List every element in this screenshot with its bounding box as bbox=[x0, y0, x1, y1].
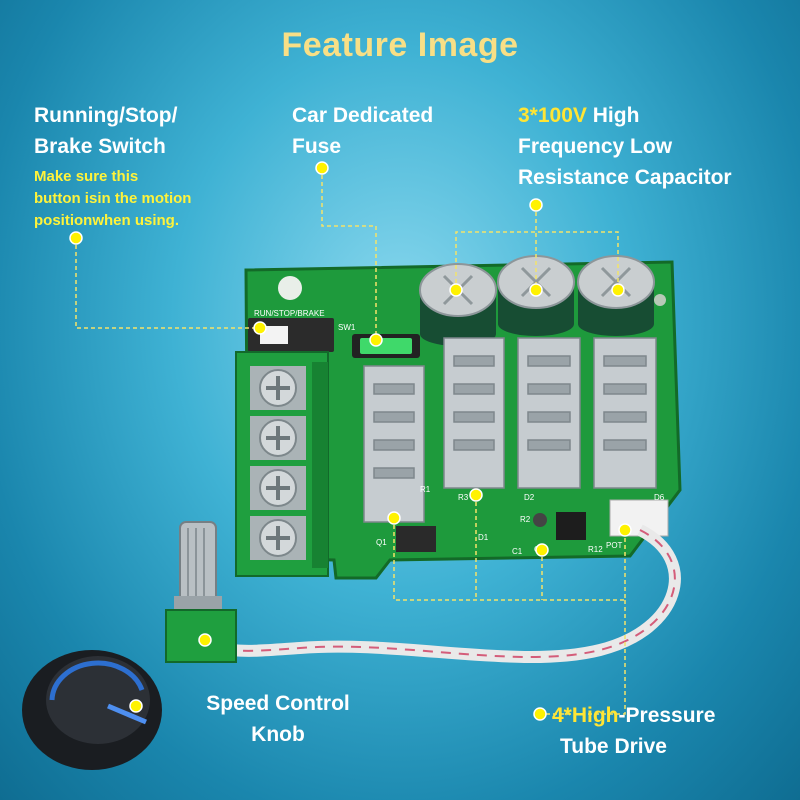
fuse bbox=[352, 334, 420, 358]
callout-capacitor-line1: High bbox=[586, 104, 640, 127]
capacitor bbox=[577, 255, 655, 336]
callout-knob-line2: Knob bbox=[251, 723, 305, 746]
callout-switch-note3: positionwhen using. bbox=[34, 212, 179, 229]
dot-icon bbox=[129, 699, 143, 713]
marking-c1: C1 bbox=[512, 547, 523, 556]
callout-tube: 4*High-Pressure Tube Drive bbox=[552, 700, 715, 762]
dot-icon bbox=[618, 523, 632, 537]
callout-capacitor: 3*100V High Frequency Low Resistance Cap… bbox=[518, 100, 732, 193]
callout-switch-line2: Brake Switch bbox=[34, 135, 166, 158]
run-stop-brake-switch: RUN/STOP/BRAKE SW1 bbox=[248, 309, 356, 352]
callout-switch-note2: button isin the motion bbox=[34, 190, 192, 207]
terminal-screw bbox=[250, 366, 306, 410]
marking-r12: R12 bbox=[588, 545, 603, 554]
terminal-block bbox=[235, 351, 329, 577]
dot-icon bbox=[69, 231, 83, 245]
marking-d2: D2 bbox=[524, 493, 535, 502]
leader-capacitor bbox=[455, 205, 619, 290]
marking-q1: Q1 bbox=[376, 538, 387, 547]
switch-marking: RUN/STOP/BRAKE bbox=[254, 309, 325, 318]
dot-icon bbox=[253, 321, 267, 335]
dot-icon bbox=[535, 543, 549, 557]
dot-icon bbox=[469, 488, 483, 502]
callout-tube-line2: Tube Drive bbox=[560, 735, 667, 758]
callout-switch-line1: Running/Stop/ bbox=[34, 104, 178, 127]
marking-d6: D6 bbox=[654, 493, 665, 502]
heatsink bbox=[517, 337, 581, 489]
callout-tube-highlight: 4*High bbox=[552, 704, 619, 727]
callout-fuse-line1: Car Dedicated bbox=[292, 104, 434, 127]
heatsink bbox=[363, 365, 425, 523]
callout-fuse: Car Dedicated Fuse bbox=[292, 100, 433, 162]
capacitor bbox=[419, 263, 497, 346]
transistor-q1 bbox=[396, 526, 436, 552]
callout-knob-line1: Speed Control bbox=[206, 692, 350, 715]
marking-r2: R2 bbox=[520, 515, 531, 524]
leader-fuse bbox=[321, 168, 377, 340]
indicator-dots bbox=[69, 161, 632, 721]
dot-icon bbox=[449, 283, 463, 297]
callout-tube-line1: -Pressure bbox=[618, 704, 716, 727]
led bbox=[533, 513, 547, 527]
leader-switch bbox=[75, 238, 258, 329]
callout-switch: Running/Stop/ Brake Switch bbox=[34, 100, 177, 162]
dot-icon bbox=[387, 511, 401, 525]
terminal-screw bbox=[250, 416, 306, 460]
callout-capacitor-line2: Frequency Low bbox=[518, 135, 673, 158]
dot-icon bbox=[529, 283, 543, 297]
marking-pot: POT bbox=[606, 541, 623, 550]
ic-chip bbox=[556, 512, 586, 540]
dot-icon bbox=[369, 333, 383, 347]
leader-tube bbox=[393, 495, 626, 601]
marking-r1: R1 bbox=[420, 485, 431, 494]
sw-marking: SW1 bbox=[338, 323, 356, 332]
heatsink bbox=[443, 337, 505, 489]
dot-icon bbox=[315, 161, 329, 175]
heatsink bbox=[593, 337, 657, 489]
terminal-screw bbox=[250, 516, 306, 560]
callout-fuse-line2: Fuse bbox=[292, 135, 342, 158]
callout-capacitor-highlight: 3*100V bbox=[518, 104, 587, 127]
callout-knob: Speed Control Knob bbox=[188, 688, 368, 750]
callout-switch-note1: Make sure this bbox=[34, 168, 139, 185]
dot-icon bbox=[529, 198, 543, 212]
callout-switch-note: Make sure this button isin the motion po… bbox=[34, 166, 191, 232]
marking-d1: D1 bbox=[478, 533, 489, 542]
dot-icon bbox=[611, 283, 625, 297]
small-components bbox=[396, 499, 669, 552]
terminal-screw bbox=[250, 466, 306, 510]
mounting-hole bbox=[278, 276, 302, 300]
cable bbox=[231, 524, 681, 663]
knob-icon bbox=[22, 650, 162, 770]
mounting-hole bbox=[654, 294, 666, 306]
page-title: Feature Image bbox=[281, 26, 519, 64]
marking-r3: R3 bbox=[458, 493, 469, 502]
leader-tube-label bbox=[545, 600, 626, 715]
dot-icon bbox=[533, 707, 547, 721]
callout-leaders bbox=[75, 168, 626, 715]
callout-capacitor-line3: Resistance Capacitor bbox=[518, 166, 732, 189]
dot-icon bbox=[198, 633, 212, 647]
